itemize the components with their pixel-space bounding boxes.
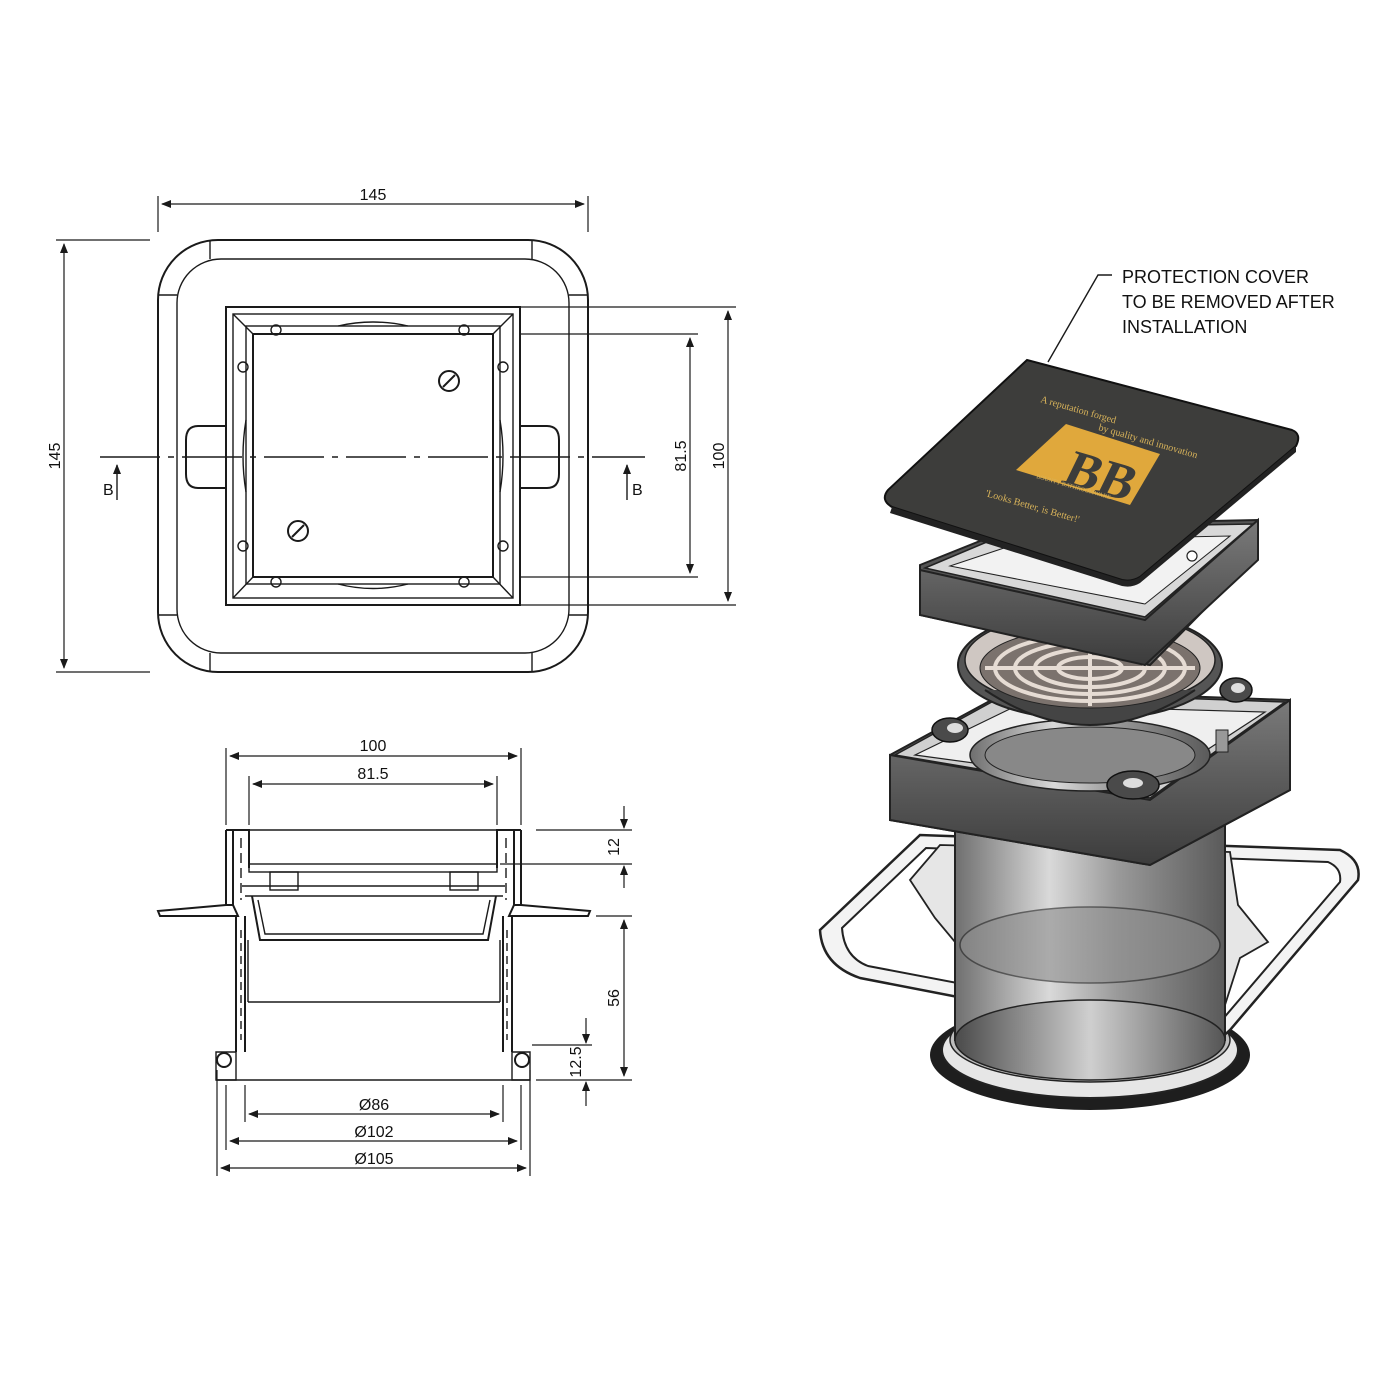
callout-line-1: PROTECTION COVER	[1122, 267, 1309, 287]
protection-cover: A reputation forged by quality and innov…	[883, 358, 1300, 587]
callout-line-3: INSTALLATION	[1122, 317, 1247, 337]
screw-top-right	[438, 370, 460, 392]
dim-outer-100: 100	[711, 443, 728, 470]
dim-inner-81-5: 81.5	[673, 440, 690, 471]
callout-leader	[1047, 274, 1112, 363]
grate-plate	[252, 333, 494, 578]
dim-diameter-86: Ø86	[359, 1097, 389, 1114]
flange-inner	[176, 258, 570, 654]
grate-frame-outer	[225, 306, 521, 606]
section-dish	[251, 895, 497, 941]
clip-right	[1219, 677, 1253, 703]
dim-spigot-12-5: 12.5	[568, 1046, 585, 1077]
section-grate	[248, 863, 498, 873]
dim-diameter-102: Ø102	[354, 1124, 393, 1141]
right-flange	[507, 904, 592, 917]
dim-body-56: 56	[606, 989, 623, 1007]
o-ring-right	[514, 1052, 530, 1068]
exploded-view: A reputation forged by quality and innov…	[818, 267, 1360, 1110]
dim-height-145: 145	[47, 443, 64, 470]
section-view: 100 81.5 12 56 12.5 Ø86 Ø102 Ø	[156, 738, 632, 1176]
top-view: B B 145 145 81.5 100	[47, 187, 736, 673]
dim-diameter-105: Ø105	[354, 1151, 393, 1168]
section-marker-left: B	[103, 482, 114, 499]
clip-left	[931, 717, 969, 743]
flange-outer	[157, 239, 589, 673]
grate-frame-inner	[245, 325, 501, 585]
grate-frame-mid	[232, 313, 514, 599]
o-ring-left	[216, 1052, 232, 1068]
left-flange	[156, 904, 240, 917]
dim-inner-81-5-section: 81.5	[357, 766, 388, 783]
clip-mid	[1106, 770, 1160, 800]
section-marker-right: B	[632, 482, 643, 499]
callout-line-2: TO BE REMOVED AFTER	[1122, 292, 1335, 312]
dim-grate-depth-12: 12	[606, 838, 623, 856]
dim-top-100: 100	[360, 738, 387, 755]
screw-bottom-left	[287, 520, 309, 542]
dim-width-145: 145	[360, 187, 387, 204]
